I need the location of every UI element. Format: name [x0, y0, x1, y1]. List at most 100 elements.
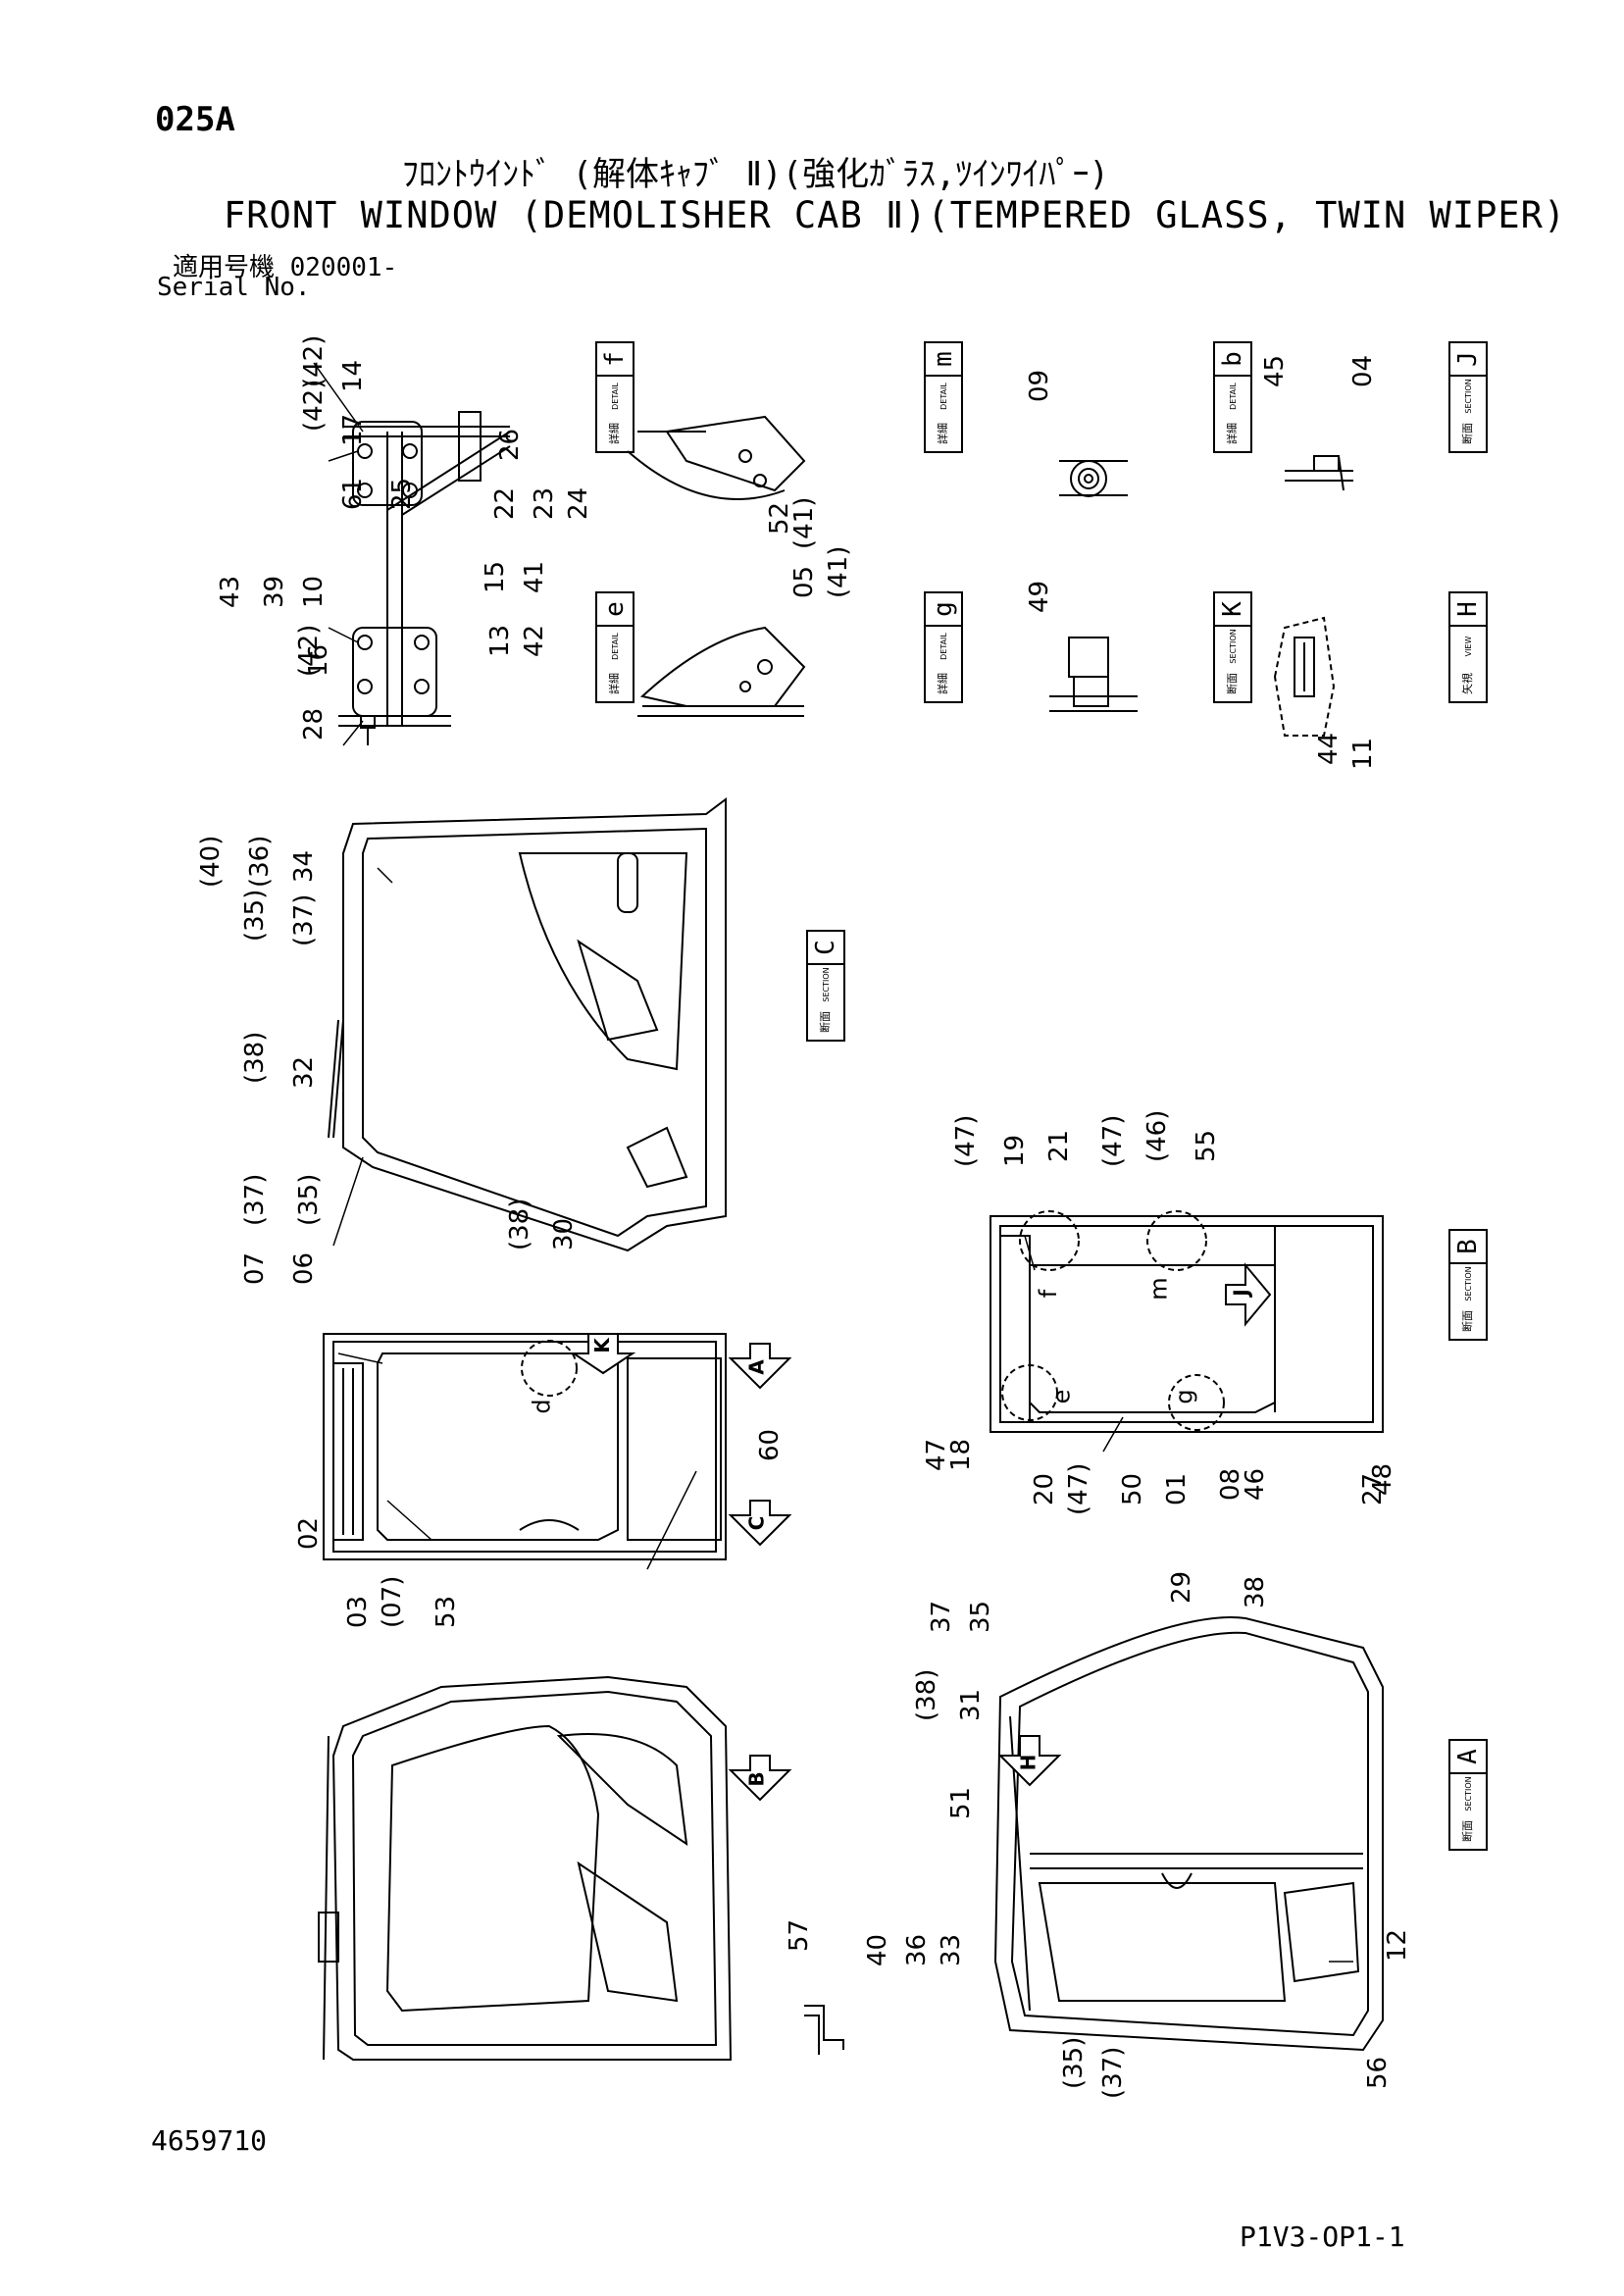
callout-label: 46 — [1241, 1467, 1270, 1501]
arrow-C — [728, 1500, 792, 1547]
arrow-letter-b: B — [744, 1771, 769, 1787]
detail-marker-m: m — [1144, 1277, 1173, 1301]
view-label-letter: e — [600, 601, 630, 617]
callout-label: 56 — [1363, 2056, 1393, 2089]
view-label-jp: 矢視 — [1461, 673, 1474, 694]
callout-label: 18 — [946, 1438, 976, 1471]
callout-label: 19 — [1000, 1134, 1030, 1167]
view-label-en: DETAIL — [1215, 375, 1250, 416]
callout-label: (38) — [505, 1198, 534, 1250]
callout-label: 04 — [1348, 354, 1378, 387]
callout-label: (37) — [1098, 2046, 1128, 2099]
section-k-drawing — [1049, 637, 1138, 712]
callout-label: 34 — [289, 849, 319, 883]
callout-label: (38) — [240, 1031, 270, 1084]
callout-label: (36) — [245, 835, 275, 888]
view-label-en: SECTION — [1450, 375, 1486, 416]
callout-label: 42 — [520, 624, 549, 657]
callout-label: 26 — [495, 428, 525, 461]
callout-label: (40) — [196, 835, 226, 888]
callout-label: 36 — [902, 1933, 932, 1966]
view-label-en: DETAIL — [926, 375, 961, 416]
callout-label: 57 — [785, 1918, 814, 1952]
callout-label: 32 — [289, 1055, 319, 1089]
callout-label: 21 — [1044, 1129, 1074, 1162]
view-label-letter: B — [1453, 1239, 1483, 1254]
view-label-en: DETAIL — [926, 625, 961, 666]
arrow-letter-k: K — [589, 1338, 614, 1353]
serial-label-english: Serial No. — [157, 273, 311, 302]
arrow-letter-h: H — [1016, 1754, 1040, 1771]
callout-label: (47) — [1098, 1114, 1128, 1167]
callout-label: (41) — [789, 496, 819, 549]
arrow-J — [1225, 1262, 1272, 1327]
view-label-jp: 断面 — [819, 1011, 832, 1033]
view-label-letter: m — [929, 351, 958, 367]
callout-label: (35) — [240, 889, 270, 942]
detail-marker-d: d — [528, 1399, 556, 1414]
arrow-letter-a: A — [744, 1359, 769, 1375]
callout-label: (35) — [294, 1173, 324, 1226]
callout-label: 28 — [299, 707, 329, 740]
callout-label: 02 — [294, 1516, 324, 1550]
callout-label: 60 — [755, 1428, 785, 1461]
callout-label: (35) — [1059, 2036, 1089, 2089]
view-label-h: 矢視 VIEW H — [1448, 591, 1488, 703]
title-english: FRONT WINDOW (DEMOLISHER CAB Ⅱ)(TEMPERED… — [224, 194, 1567, 236]
section-c-drawing — [328, 797, 727, 1252]
detail-m-drawing — [627, 415, 806, 500]
callout-label: 61 — [338, 477, 368, 510]
side-view-bottom-left — [318, 1675, 733, 2061]
section-b-drawing — [990, 1210, 1384, 1433]
detail-b-drawing — [1059, 460, 1128, 497]
callout-label: (38) — [912, 1668, 941, 1721]
callout-label: 40 — [863, 1933, 892, 1966]
view-label-letter: b — [1218, 351, 1247, 367]
callout-label: 45 — [1260, 354, 1290, 387]
leader-lines — [313, 362, 1353, 1963]
view-label-en: SECTION — [1215, 625, 1250, 666]
detail-marker-g: g — [1170, 1389, 1198, 1404]
arrow-B — [728, 1755, 792, 1802]
callout-label: 13 — [485, 624, 515, 657]
callout-label: 30 — [549, 1217, 579, 1250]
callout-label: 23 — [530, 486, 559, 520]
arrow-A — [728, 1343, 792, 1390]
callout-label: 29 — [1167, 1570, 1196, 1604]
view-label-en: SECTION — [1450, 1772, 1486, 1813]
view-label-m: 詳細 DETAIL m — [924, 341, 963, 453]
callout-label: 48 — [1368, 1462, 1397, 1496]
callout-label: 17 — [338, 413, 368, 446]
view-label-jp: 断面 — [1226, 673, 1239, 694]
callout-label: 41 — [520, 560, 549, 593]
title-japanese: ﾌﾛﾝﾄｳｲﾝﾄﾞ (解体ｷｬﾌﾞ Ⅱ)(強化ｶﾞﾗｽ,ﾂｲﾝﾜｲﾊﾟｰ) — [402, 155, 1110, 194]
view-label-letter: A — [1453, 1749, 1483, 1764]
view-label-en: VIEW — [1450, 625, 1486, 666]
view-label-jp: 詳細 — [937, 423, 949, 444]
detail-g-drawing — [637, 626, 806, 717]
page-code: 025A — [155, 100, 235, 139]
callout-label: 03 — [343, 1595, 373, 1628]
callout-label: 49 — [1025, 580, 1054, 613]
view-label-en: DETAIL — [597, 625, 633, 666]
callout-label: 11 — [1348, 737, 1378, 770]
view-h-detail — [1294, 637, 1315, 697]
callout-label: 06 — [289, 1251, 319, 1285]
callout-label: (07) — [378, 1575, 407, 1628]
callout-label: (47) — [951, 1114, 981, 1167]
view-label-letter: H — [1453, 601, 1483, 617]
section-a-drawing — [993, 1616, 1384, 2052]
plan-view-left — [323, 1333, 727, 1560]
callout-label: 43 — [216, 575, 245, 608]
callout-label: 20 — [1030, 1472, 1059, 1505]
view-label-en: DETAIL — [597, 375, 633, 416]
serial-label-japanese: 適用号機 020001- — [173, 253, 398, 282]
callout-label: 31 — [956, 1688, 986, 1721]
